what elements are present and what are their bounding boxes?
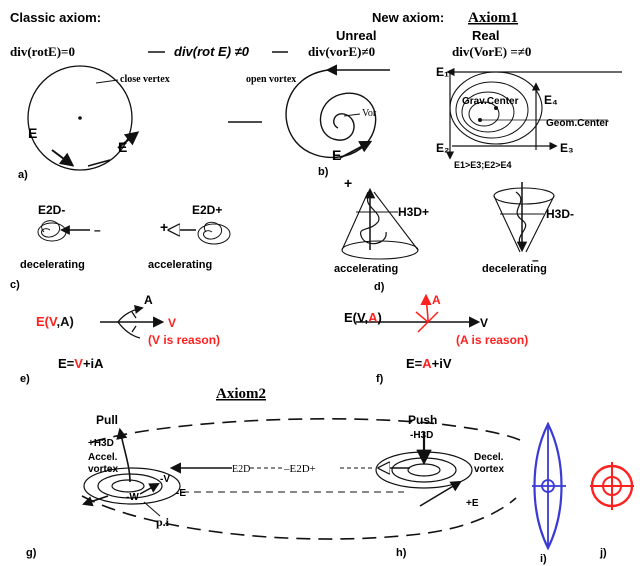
panel-g-label: g) — [26, 547, 37, 559]
panel-g-e: -E — [176, 488, 186, 499]
decelerating-3d-label: decelerating — [482, 263, 547, 275]
axiom2-header: Axiom2 — [216, 386, 266, 402]
panel-h-h3d: -H3D — [410, 430, 433, 441]
equation-div-rot-nonzero: div(rot E) ≠0 — [174, 44, 250, 59]
new-axiom-header: New axiom: — [372, 10, 444, 25]
real-relation: E1>E3;E2>E4 — [454, 160, 512, 170]
panel-d-label: d) — [374, 281, 385, 293]
panel-f-e-va: E(V,A) — [344, 310, 382, 325]
classic-axiom-header: Classic axiom: — [10, 10, 101, 25]
panel-f-label: f) — [376, 373, 384, 385]
panel-f-v: V — [480, 316, 488, 330]
open-vortex-label: open vortex — [246, 74, 296, 85]
close-vertex-label: close vertex — [120, 74, 170, 85]
equation-div-rot-zero: div(rotE)=0 — [10, 44, 75, 59]
panel-h-e: +E — [466, 498, 479, 509]
unreal-label: Unreal — [336, 28, 376, 43]
panel-real-vortex — [445, 67, 622, 160]
panel-j-red-target — [590, 462, 634, 510]
panel-h-label: h) — [396, 547, 407, 559]
decel-vortex-label-2: vortex — [474, 464, 504, 475]
real-e2: E₂ — [436, 141, 449, 155]
panel-d-3d-cones — [341, 182, 555, 260]
decel-vortex-label-1: Decel. — [474, 452, 504, 463]
equation-div-vor-real: div(VorE) =≠0 — [452, 44, 531, 59]
accelerating-2d-label: accelerating — [148, 259, 212, 271]
equation-div-vor-unreal: div(vorE)≠0 — [308, 44, 375, 59]
panel-g-w: -W — [126, 492, 139, 503]
panel-d-plus: + — [344, 175, 352, 191]
real-e3: E₃ — [560, 141, 574, 155]
real-e1: E₁ — [436, 65, 449, 79]
panel-c-minus: – — [94, 223, 101, 237]
real-label: Real — [472, 28, 499, 43]
axiom1-header: Axiom1 — [468, 10, 518, 26]
panel-e-v: V — [168, 316, 176, 330]
accel-vortex-label-1: Accel. — [88, 452, 118, 463]
panel-e-a: A — [144, 293, 153, 307]
grav-center-label: Grav.Center — [462, 96, 519, 107]
panel-b-e: E — [332, 147, 341, 163]
geom-center-label: Geom.Center — [546, 118, 609, 129]
v-is-reason-label: (V is reason) — [148, 333, 220, 347]
panel-a-e-right: E — [118, 139, 127, 155]
panel-f-a: A — [432, 293, 441, 307]
vor-label: Vor — [362, 108, 377, 119]
panel-g-e2d-plus: –E2D+ — [283, 463, 316, 475]
panel-d-minus: – — [532, 253, 539, 267]
decelerating-2d-label: decelerating — [20, 259, 85, 271]
e2d-plus-label: E2D+ — [192, 203, 222, 217]
panel-e-e-va: E(V,A) — [36, 314, 74, 329]
panel-c-label: c) — [10, 279, 20, 291]
panel-i-label: i) — [540, 553, 547, 565]
panel-a-e-left: E — [28, 125, 37, 141]
e2d-minus-label: E2D- — [38, 203, 65, 217]
real-e4: E₄ — [544, 93, 558, 107]
accelerating-3d-label: accelerating — [334, 263, 398, 275]
panel-gh-interaction — [81, 418, 521, 540]
panel-c-plus: + — [160, 219, 168, 235]
pull-label: Pull — [96, 413, 118, 427]
panel-c-2d-vortices — [37, 220, 231, 245]
a-is-reason-label: (A is reason) — [456, 333, 528, 347]
h3d-minus-label: H3D- — [546, 207, 574, 221]
panel-f-vectors — [356, 293, 481, 333]
push-label: Push — [408, 413, 437, 427]
panel-e-label: e) — [20, 373, 30, 385]
panel-g-h3d: +H3D — [88, 438, 114, 449]
panel-a-label: a) — [18, 169, 28, 181]
panel-a-close-vertex — [27, 65, 140, 171]
panel-e-vectors — [100, 304, 165, 339]
panel-j-label: j) — [599, 547, 607, 559]
panel-g-pi: p.i — [156, 515, 170, 529]
panel-i-blue-shape — [532, 421, 566, 551]
formula-e-v-ia: E=V+iA — [58, 356, 104, 371]
panel-g-e2d: E2D — [232, 464, 250, 475]
panel-b-open-vortex — [285, 64, 390, 159]
panel-b-label: b) — [318, 166, 329, 178]
formula-e-a-iv: E=A+iV — [406, 356, 452, 371]
panel-g-v: -V — [160, 474, 170, 485]
h3d-plus-label: H3D+ — [398, 205, 429, 219]
accel-vortex-label-2: vortex — [88, 464, 118, 475]
